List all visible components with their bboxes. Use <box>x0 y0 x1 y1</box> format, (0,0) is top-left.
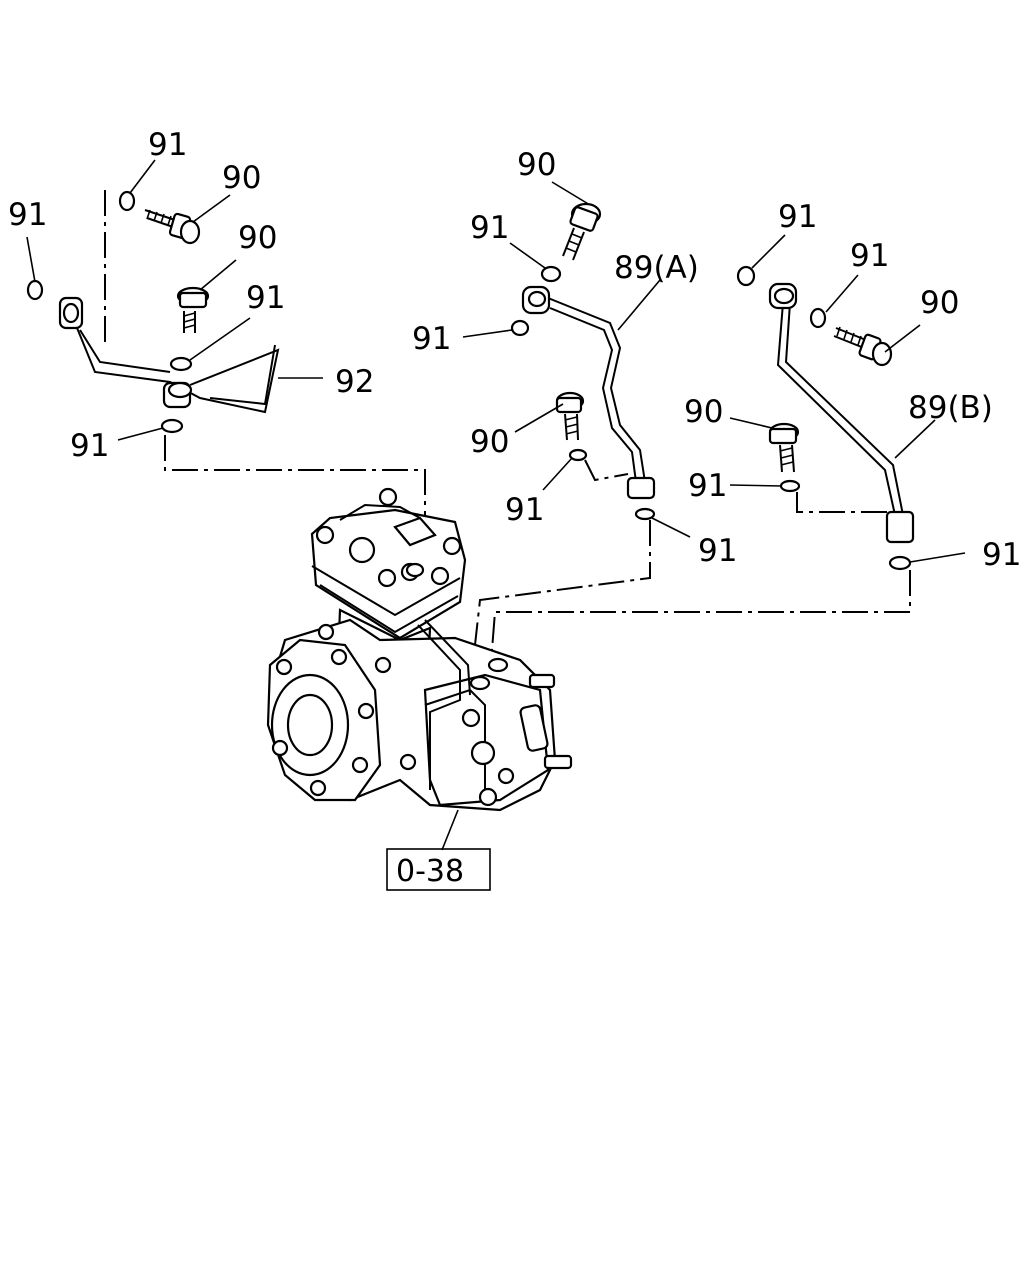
label-90-center-top: 90 <box>517 147 556 183</box>
washer-91-right-low <box>779 479 801 493</box>
label-91-right-mid: 91 <box>850 238 889 274</box>
washer-91-right-top <box>736 265 756 287</box>
bolt-90-right-top <box>833 326 893 367</box>
label-91-top-left: 91 <box>148 127 187 163</box>
bolt-90-left-top <box>144 209 201 245</box>
label-90-center-low: 90 <box>470 424 509 460</box>
washer-91-right-far <box>888 555 912 571</box>
label-91-right-top: 91 <box>778 199 817 235</box>
label-91-low-left: 91 <box>70 428 109 464</box>
right-pipe-89b-assembly <box>736 265 915 571</box>
callout-labels: 91 90 91 90 91 92 91 90 91 89(A) 91 90 9… <box>8 127 1021 573</box>
left-pipe-assembly <box>26 190 280 434</box>
label-90-top-left: 90 <box>222 160 261 196</box>
label-91-center-left: 91 <box>412 321 451 357</box>
connection-chain-lines <box>164 435 911 691</box>
label-92: 92 <box>335 364 374 400</box>
washer-91-far-left <box>26 279 44 301</box>
leader-lines <box>26 159 966 851</box>
fitting-89a-bottom <box>626 476 656 500</box>
washer-91-right-mid <box>809 307 827 329</box>
label-91-right-far: 91 <box>982 537 1021 573</box>
bolt-90-right-low <box>768 422 800 473</box>
reference-box: 0-38 <box>386 848 491 891</box>
injection-pump <box>266 487 573 812</box>
label-91-mid-left: 91 <box>246 280 285 316</box>
label-90-right-low: 90 <box>684 394 723 430</box>
reference-box-label: 0-38 <box>396 854 464 889</box>
bolt-90-center-top <box>562 202 602 261</box>
label-91-far-left: 91 <box>8 197 47 233</box>
label-91-right-low: 91 <box>688 468 727 504</box>
bolt-90-left-mid <box>176 286 210 333</box>
washer-91-center-right <box>634 507 656 521</box>
washer-91-center-top <box>540 265 562 283</box>
label-91-center-low: 91 <box>505 492 544 528</box>
bolt-90-center-low <box>555 391 585 441</box>
center-pipe-89a-assembly <box>510 202 656 521</box>
label-91-center-top: 91 <box>470 210 509 246</box>
label-89b: 89(B) <box>908 390 993 426</box>
washer-91-center-left <box>510 319 530 337</box>
label-91-center-right: 91 <box>698 533 737 569</box>
label-90-right-top: 90 <box>920 285 959 321</box>
washer-91-top-left <box>118 190 136 212</box>
fitting-89b-bottom <box>885 510 915 544</box>
label-90-mid-left: 90 <box>238 220 277 256</box>
washer-91-left-mid <box>169 356 193 372</box>
washer-91-left-low <box>160 418 184 434</box>
washer-91-center-low <box>568 448 588 462</box>
label-89a: 89(A) <box>614 250 699 286</box>
